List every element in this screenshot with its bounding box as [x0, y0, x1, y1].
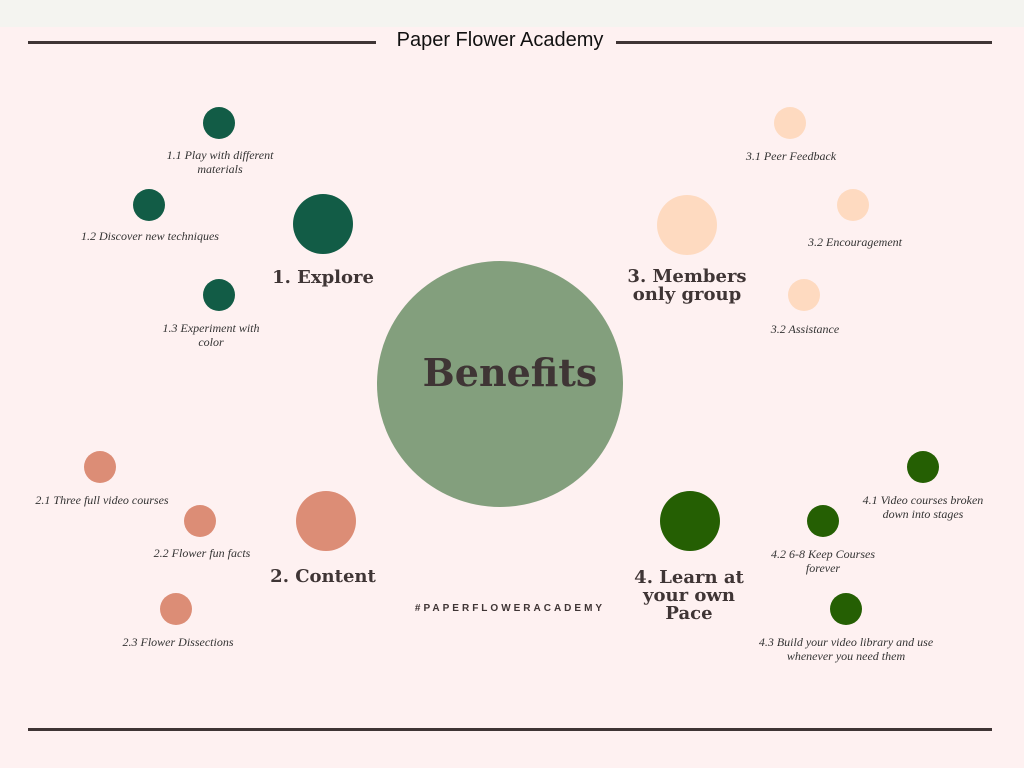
members-item-1-label: 3.1 Peer Feedback — [745, 149, 837, 163]
members-dot — [657, 195, 717, 255]
explore-label: 1. Explore — [272, 267, 374, 288]
pace-label: 4. Learn at your own Pace — [634, 567, 744, 624]
top-bar — [0, 0, 1024, 27]
explore-item-2-dot — [133, 189, 165, 221]
members-item-3-label: 3.2 Assistance — [770, 322, 840, 336]
pace-item-1-label: 4.1 Video courses broken down into stage… — [862, 493, 984, 521]
content-item-3-label: 2.3 Flower Dissections — [122, 635, 234, 649]
pace-dot — [660, 491, 720, 551]
content-item-2-label: 2.2 Flower fun facts — [153, 546, 251, 560]
footer-rule — [28, 728, 992, 731]
members-item-3-dot — [788, 279, 820, 311]
pace-item-1-dot — [907, 451, 939, 483]
content-label: 2. Content — [270, 566, 376, 587]
pace-item-2-label: 4.2 6-8 Keep Courses forever — [771, 547, 875, 575]
explore-item-3-dot — [203, 279, 235, 311]
pace-item-3-label: 4.3 Build your video library and use whe… — [758, 635, 934, 663]
content-item-1-label: 2.1 Three full video courses — [35, 493, 169, 507]
content-dot — [296, 491, 356, 551]
explore-item-2-label: 1.2 Discover new techniques — [81, 229, 219, 243]
explore-item-1-dot — [203, 107, 235, 139]
explore-item-1-label: 1.1 Play with different materials — [166, 148, 274, 176]
header-rule-left — [28, 41, 376, 44]
benefits-label: Benefits — [422, 350, 598, 395]
benefits-circle — [377, 261, 623, 507]
explore-item-3-label: 1.3 Experiment with color — [162, 321, 260, 349]
pace-item-3-dot — [830, 593, 862, 625]
members-label: 3. Members only group — [627, 266, 747, 305]
pace-item-2-dot — [807, 505, 839, 537]
hashtag: #PAPERFLOWERACADEMY — [414, 603, 606, 614]
members-item-2-dot — [837, 189, 869, 221]
page-title: Paper Flower Academy — [396, 29, 604, 51]
content-item-3-dot — [160, 593, 192, 625]
members-item-1-dot — [774, 107, 806, 139]
content-item-1-dot — [84, 451, 116, 483]
header-rule-right — [616, 41, 992, 44]
explore-dot — [293, 194, 353, 254]
members-item-2-label: 3.2 Encouragement — [808, 235, 902, 249]
content-item-2-dot — [184, 505, 216, 537]
